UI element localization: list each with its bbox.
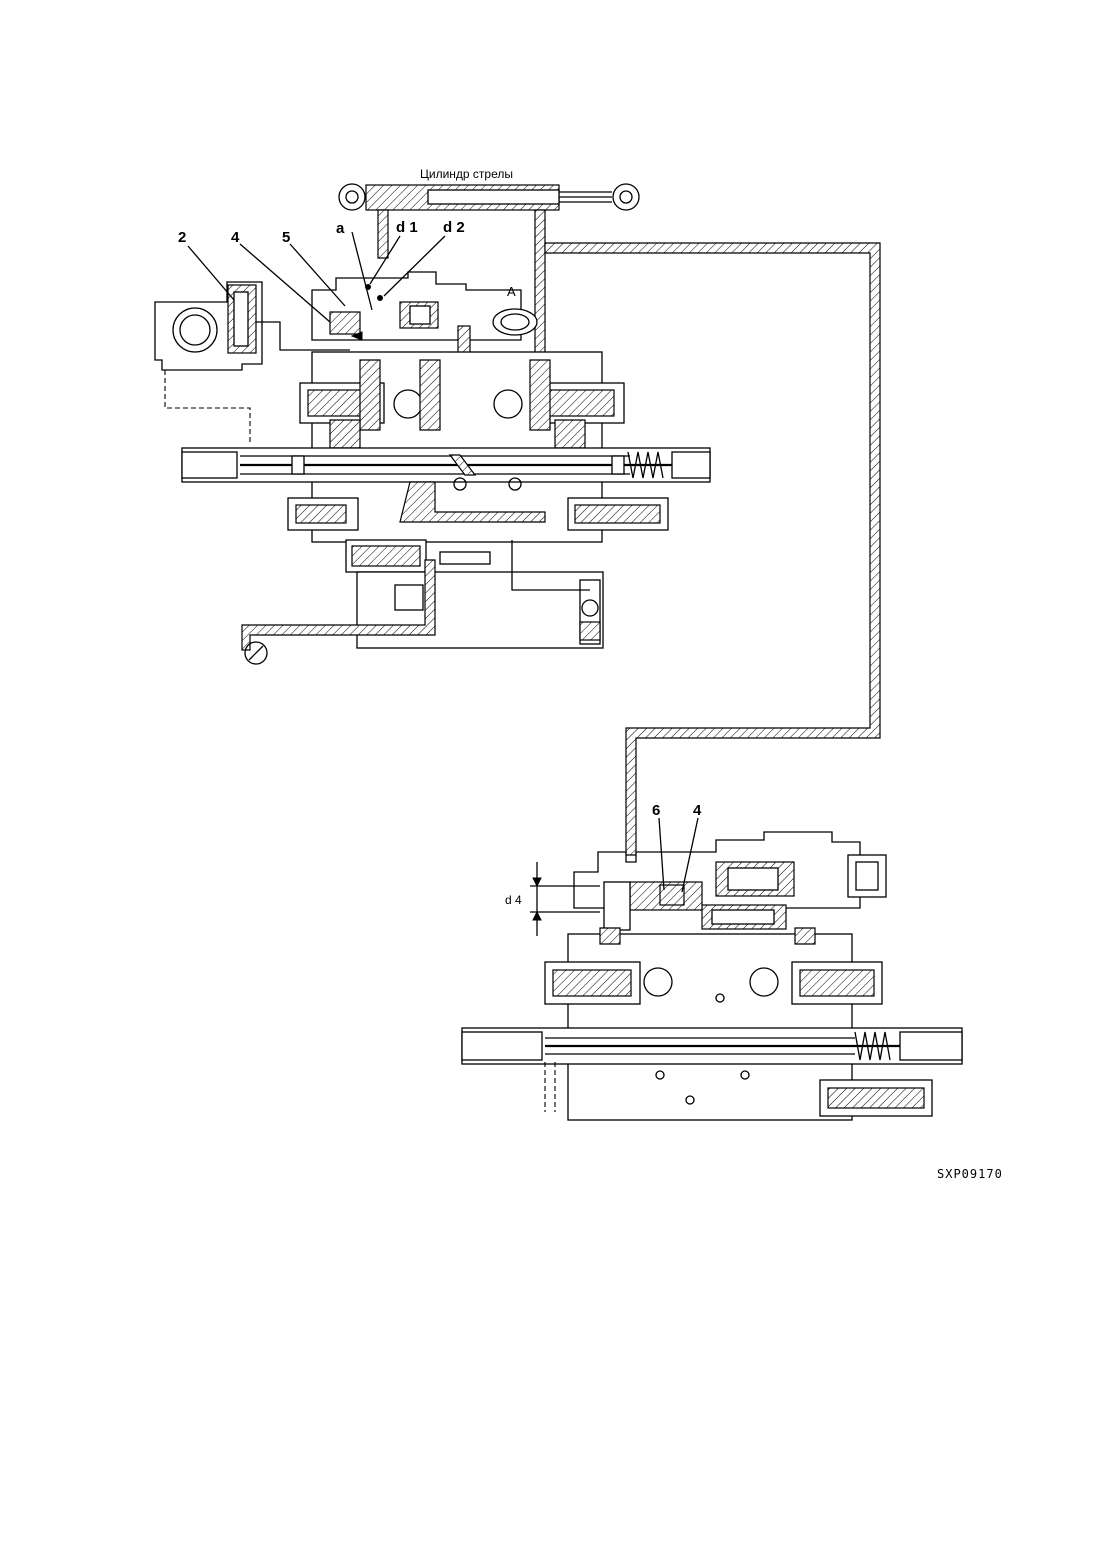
callout-4-upper: 4 — [231, 229, 240, 246]
cylinder-lines — [377, 209, 881, 856]
callout-leaders — [187, 231, 699, 893]
callout-A: A — [507, 284, 516, 299]
callout-6: 6 — [652, 802, 660, 819]
lower-control-valve — [461, 831, 963, 1121]
callout-d2: d 2 — [443, 219, 465, 236]
drawing-code: SXP09170 — [937, 1167, 1003, 1181]
callout-5: 5 — [282, 229, 290, 246]
boom-cylinder: Цилиндр стрелы — [338, 167, 640, 211]
callout-d1: d 1 — [396, 219, 418, 236]
callout-d4: d 4 — [505, 893, 522, 907]
pilot-valve-block — [154, 281, 350, 443]
callout-4-lower: 4 — [693, 802, 702, 819]
cylinder-label: Цилиндр стрелы — [420, 167, 513, 181]
callout-2: 2 — [178, 229, 186, 246]
callout-a: a — [336, 220, 345, 237]
upper-control-valve — [181, 271, 711, 665]
